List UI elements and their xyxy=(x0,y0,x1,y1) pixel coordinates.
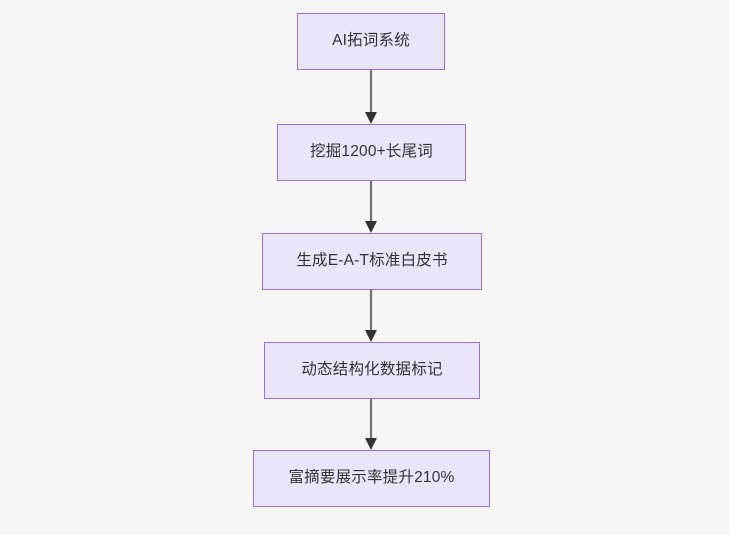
flow-node-ai-keyword-system[interactable]: AI拓词系统 xyxy=(297,13,445,70)
flow-node-label: 动态结构化数据标记 xyxy=(301,361,443,379)
edge-node-2-to-node-3 xyxy=(358,181,384,233)
flow-node-rich-snippet-rate-increase[interactable]: 富摘要展示率提升210% xyxy=(253,450,490,507)
flow-node-label: AI拓词系统 xyxy=(332,32,410,50)
edge-node-3-to-node-4 xyxy=(358,290,384,342)
flow-node-generate-eat-whitepaper[interactable]: 生成E-A-T标准白皮书 xyxy=(262,233,482,290)
flow-node-label: 挖掘1200+长尾词 xyxy=(309,143,434,161)
flow-node-label: 生成E-A-T标准白皮书 xyxy=(296,252,448,270)
flow-node-dynamic-structured-data-markup[interactable]: 动态结构化数据标记 xyxy=(264,342,480,399)
edge-node-4-to-node-5 xyxy=(358,399,384,450)
flow-node-label: 富摘要展示率提升210% xyxy=(288,469,455,487)
edge-node-1-to-node-2 xyxy=(358,70,384,124)
flow-node-mine-longtail-keywords[interactable]: 挖掘1200+长尾词 xyxy=(277,124,466,181)
